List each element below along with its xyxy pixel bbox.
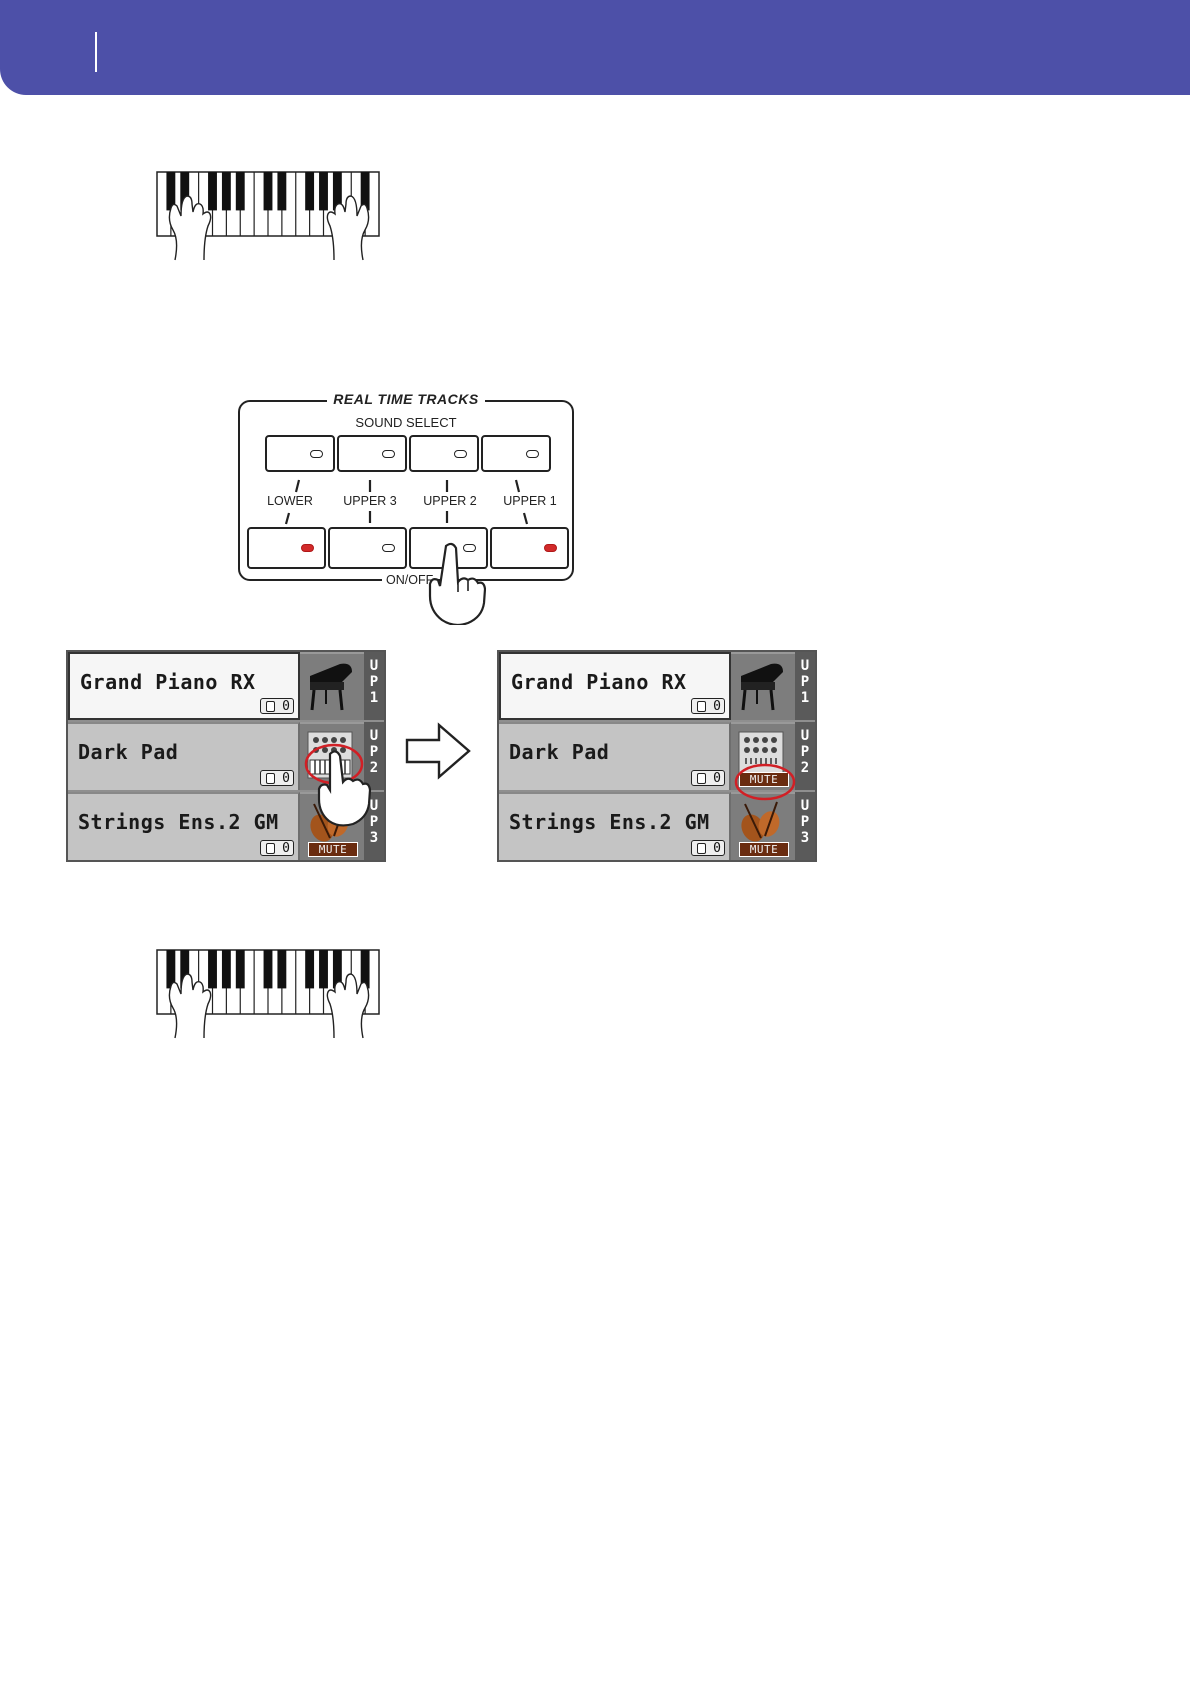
octave-indicator: 0 (691, 698, 725, 714)
highlight-circle-after (732, 760, 798, 808)
keyboard-hands-icon (155, 948, 385, 1040)
sound-name: Dark Pad (78, 740, 178, 764)
mute-badge: MUTE (308, 842, 358, 857)
track-row-upper2[interactable]: Dark Pad 0 (499, 722, 731, 790)
track-row-upper1[interactable]: Grand Piano RX 0 (499, 652, 731, 720)
grand-piano-icon (300, 654, 360, 718)
sound-name: Grand Piano RX (511, 670, 687, 694)
onoff-lower-button[interactable] (247, 527, 326, 569)
header-divider (95, 32, 97, 72)
track-label-lower: LOWER (250, 494, 330, 508)
sound-name: Dark Pad (509, 740, 609, 764)
onoff-upper1-button[interactable] (490, 527, 569, 569)
page-header-band (0, 0, 1190, 95)
octave-indicator: 0 (691, 770, 725, 786)
track-label-upper3: UPPER 3 (330, 494, 410, 508)
sound-name: Strings Ens.2 GM (78, 810, 279, 834)
track-row-upper2[interactable]: Dark Pad 0 (68, 722, 300, 790)
highlight-circle-before (300, 728, 395, 830)
track-label-upper1: UPPER 1 (490, 494, 570, 508)
arrow-right-icon (405, 722, 473, 780)
led-upper1 (544, 544, 557, 552)
led-lower (301, 544, 314, 552)
track-icon-upper1[interactable] (300, 652, 364, 720)
octave-indicator: 0 (260, 770, 294, 786)
track-row-upper3[interactable]: Strings Ens.2 GM 0 (499, 792, 731, 860)
grand-piano-icon (731, 654, 791, 718)
mute-badge: MUTE (739, 842, 789, 857)
real-time-tracks-panel: REAL TIME TRACKS SOUND SELECT LOWER UPPE… (238, 400, 574, 581)
octave-indicator: 0 (691, 840, 725, 856)
track-label-upper2: UPPER 2 (410, 494, 490, 508)
led-upper3 (382, 544, 395, 552)
octave-indicator: 0 (260, 840, 294, 856)
onoff-upper3-button[interactable] (328, 527, 407, 569)
track-icon-upper1[interactable] (731, 652, 795, 720)
track-row-upper1[interactable]: Grand Piano RX 0 (68, 652, 300, 720)
pointing-hand-icon (428, 540, 486, 625)
sound-name: Grand Piano RX (80, 670, 256, 694)
sound-name: Strings Ens.2 GM (509, 810, 710, 834)
octave-indicator: 0 (260, 698, 294, 714)
track-row-upper3[interactable]: Strings Ens.2 GM 0 (68, 792, 300, 860)
keyboard-hands-icon (155, 170, 385, 262)
